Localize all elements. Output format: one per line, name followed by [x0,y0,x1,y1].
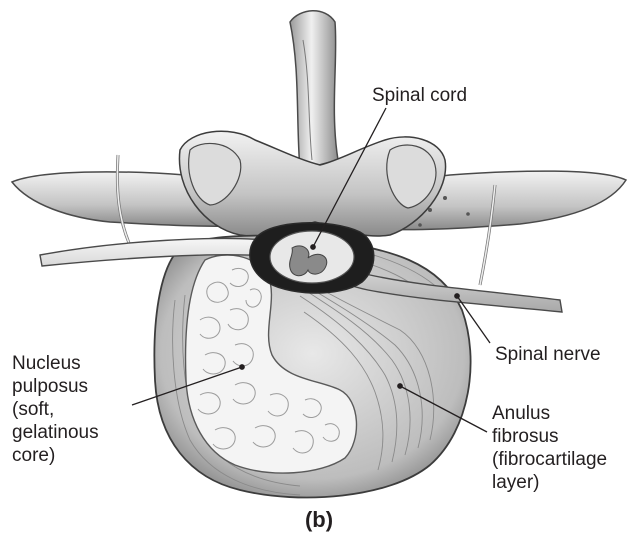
spinous-process [290,11,338,170]
spinal-nerve-label: Spinal nerve [495,343,601,366]
spinal-canal [250,223,374,293]
spinal-cord-label: Spinal cord [372,84,467,107]
leader-dot-anulus [398,384,402,388]
leader-dot-nucleus [240,365,244,369]
figure-caption: (b) [0,508,638,531]
anulus-fibrosus-label: Anulus fibrosus (fibrocartilage layer) [492,402,607,494]
nucleus-pulposus-label: Nucleus pulposus (soft, gelatinous core) [12,352,99,467]
leader-dot-spinal-cord [311,245,315,249]
leader-dot-spinal-nerve [455,294,459,298]
